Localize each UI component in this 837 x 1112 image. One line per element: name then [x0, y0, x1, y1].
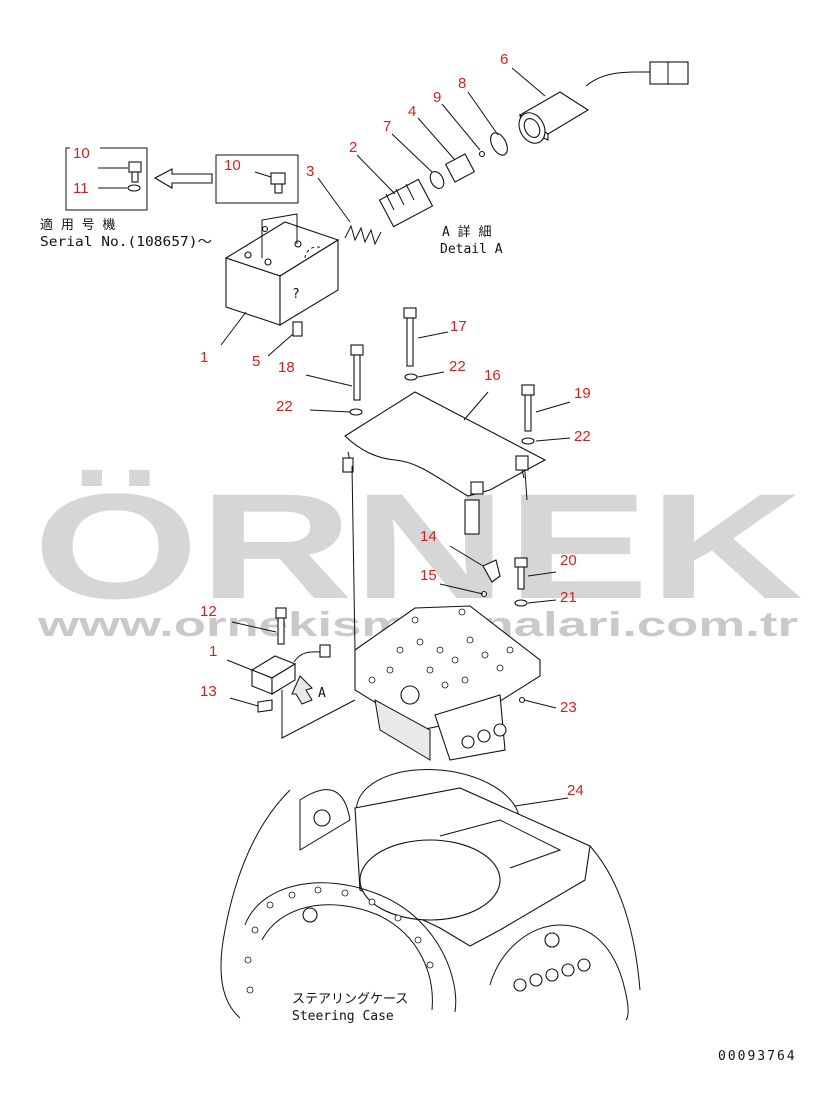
case-label-en: Steering Case: [292, 1009, 394, 1024]
serial-inset: [65, 147, 299, 211]
callout-5: 5: [252, 353, 260, 370]
orifice-icon: [127, 184, 141, 192]
valve-block: ?: [224, 213, 340, 337]
watermark-brand: ÖRNEK: [33, 462, 803, 630]
labels: 適 用 号 機 Serial No.(108657)～ A 詳 細 Detail…: [40, 217, 797, 1064]
bolts: [275, 307, 535, 704]
callout-22a: 22: [449, 358, 466, 375]
detail-label-jp: A 詳 細: [442, 224, 491, 240]
callout-9: 9: [433, 89, 441, 106]
callout-24: 24: [567, 782, 584, 799]
callout-10a: 10: [73, 145, 90, 162]
callout-15: 15: [420, 567, 437, 584]
callout-10b: 10: [224, 157, 241, 174]
callout-22c: 22: [574, 428, 591, 445]
callout-1a: 1: [200, 349, 208, 366]
arrow-up-icon: [291, 675, 313, 705]
callout-1b: 1: [209, 643, 217, 660]
callout-20: 20: [560, 552, 577, 569]
callout-19: 19: [574, 385, 591, 402]
callout-13: 13: [200, 683, 217, 700]
detail-label-en: Detail A: [440, 242, 503, 257]
view-a-label: A: [318, 686, 326, 701]
callout-14: 14: [420, 528, 437, 545]
callout-2: 2: [349, 139, 357, 156]
callout-18: 18: [278, 359, 295, 376]
callout-7: 7: [383, 118, 391, 135]
callout-11: 11: [73, 180, 89, 197]
callout-6: 6: [500, 51, 508, 68]
connector-icon: [649, 61, 689, 85]
callout-4: 4: [408, 103, 416, 120]
solenoid-parts: [344, 61, 689, 246]
applicable-label-jp: 適 用 号 機: [40, 217, 115, 233]
small-solenoid: [250, 644, 356, 739]
callout-3: 3: [306, 163, 314, 180]
arrow-left-icon: [153, 168, 213, 189]
callouts: 6 8 9 4 7 2 3 10 11 10 1 5 18 17 22 16 2…: [73, 51, 591, 799]
case-label-jp: ステアリングケース: [292, 992, 408, 1007]
watermark: ÖRNEK www.ornekismakinalari.com.tr: [33, 462, 803, 644]
steering-case: [220, 768, 641, 1021]
leader-lines: [220, 67, 571, 807]
cover-plate: [342, 391, 547, 651]
callout-12: 12: [200, 603, 217, 620]
callout-23: 23: [560, 699, 577, 716]
callout-21: 21: [560, 589, 577, 606]
callout-16: 16: [484, 367, 501, 384]
callout-8: 8: [458, 75, 466, 92]
svg-text:?: ?: [292, 287, 300, 302]
serial-label: Serial No.(108657)～: [40, 235, 212, 250]
callout-22b: 22: [276, 398, 293, 415]
part-code: 00093764: [718, 1049, 797, 1064]
valve-body: [354, 605, 541, 761]
callout-17: 17: [450, 318, 467, 335]
bolt-icon: [128, 161, 142, 173]
